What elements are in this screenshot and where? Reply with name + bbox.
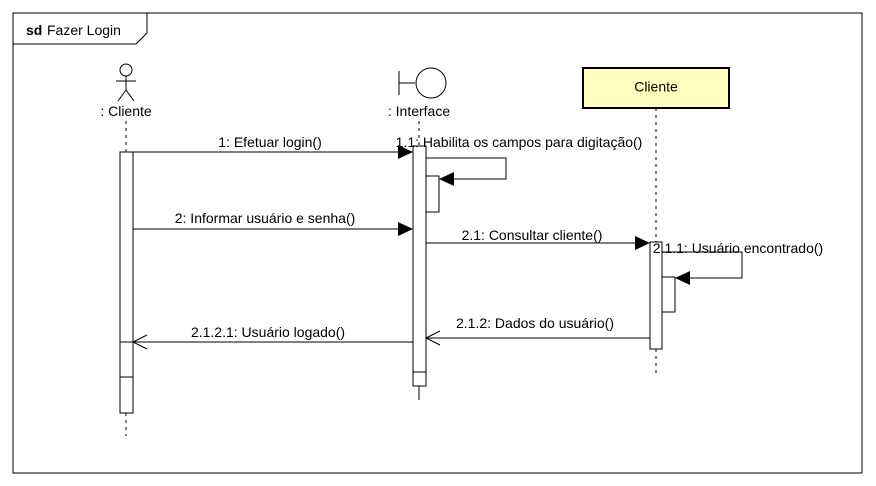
actor-label: : Cliente — [100, 103, 152, 119]
boundary-label: : Interface — [388, 103, 450, 119]
message-label: 2.1.2.1: Usuário logado() — [191, 324, 345, 340]
message-consultar-cliente: 2.1: Consultar cliente() — [426, 227, 650, 250]
arrowhead-filled — [635, 236, 650, 250]
activation-bar — [412, 145, 427, 387]
lifeline-box-label: Cliente — [634, 79, 678, 95]
message-label: 2.1.1: Usuário encontrado() — [653, 240, 823, 256]
actor-icon — [116, 63, 136, 102]
message-label: 1.1: Habilita os campos para digitação() — [396, 134, 643, 150]
diagram-frame: sd Fazer Login — [12, 12, 863, 474]
arrowhead-open — [424, 330, 441, 346]
message-dados-usuario: 2.1.2: Dados do usuário() — [424, 315, 650, 346]
message-label: 2.1: Consultar cliente() — [462, 227, 603, 243]
frame-keyword: sd — [26, 22, 42, 38]
lifeline-object-cliente: Cliente — [582, 67, 730, 376]
arrowhead-filled — [398, 145, 413, 159]
message-habilita-campos: 1.1: Habilita os campos para digitação() — [396, 134, 643, 186]
frame-border — [12, 12, 863, 474]
lifeline-actor-cliente: : Cliente — [100, 63, 152, 436]
activation-bar — [119, 151, 134, 414]
message-informar-usuario: 2: Informar usuário e senha() — [133, 210, 413, 236]
arrowhead-open — [131, 334, 148, 350]
boundary-icon — [398, 67, 447, 99]
arrowhead-filled — [675, 271, 690, 285]
activation-bar — [649, 241, 663, 350]
message-efetuar-login: 1: Efetuar login() — [133, 134, 413, 159]
message-label: 2: Informar usuário e senha() — [175, 210, 356, 226]
arrowhead-filled — [398, 222, 413, 236]
lifeline-boundary-interface: : Interface — [388, 67, 450, 400]
message-usuario-logado: 2.1.2.1: Usuário logado() — [131, 324, 413, 350]
frame-title-tab — [13, 13, 148, 45]
nested-activation-bar — [661, 276, 676, 313]
message-label: 1: Efetuar login() — [218, 134, 322, 150]
frame-title: Fazer Login — [47, 22, 121, 38]
message-label: 2.1.2: Dados do usuário() — [456, 315, 614, 331]
message-usuario-encontrado: 2.1.1: Usuário encontrado() — [653, 240, 823, 285]
nested-activation-bar — [425, 175, 440, 213]
arrowhead-filled — [439, 172, 454, 186]
